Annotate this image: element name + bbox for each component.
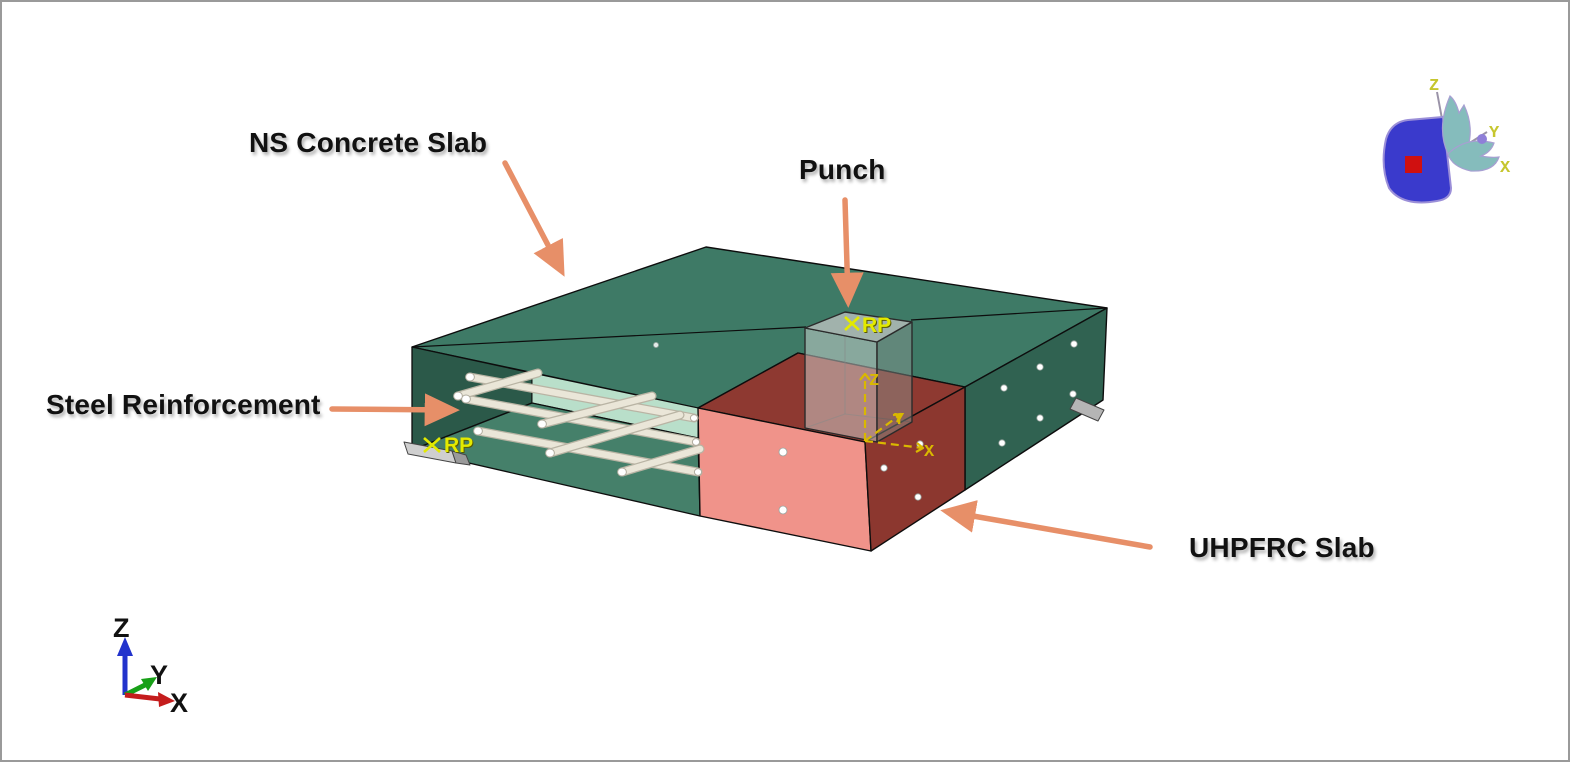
annotation-arrows xyxy=(329,160,1153,550)
arrow-punch xyxy=(830,197,864,308)
rebar-y-4 xyxy=(618,445,704,476)
arrow-uhpfrc-slab xyxy=(940,500,1153,550)
compass-labels: Z Y X xyxy=(1429,77,1511,178)
compass-x-label: X xyxy=(1500,159,1511,178)
rp-punch-label: RP xyxy=(862,314,891,337)
rebar-x-3 xyxy=(474,427,702,476)
rebar-x-2 xyxy=(462,395,700,446)
arrow-ns-concrete-slab xyxy=(502,160,565,277)
compass-z-label: Z xyxy=(1429,77,1439,96)
rp-support-label: RP xyxy=(444,434,473,457)
view-triad: Z Y X xyxy=(113,613,188,718)
support-pad-left-end xyxy=(451,450,471,466)
rebar-y-3 xyxy=(546,411,684,457)
view-triad-x-axis xyxy=(124,692,161,702)
rp-marker-punch: RP xyxy=(844,314,891,337)
node-dots xyxy=(653,340,1078,515)
view-triad-x-label: X xyxy=(170,688,188,718)
callout-uhpfrc-slab: UHPFRC Slab xyxy=(1189,532,1375,563)
compass-y-label: Y xyxy=(1489,124,1500,143)
punch-csys-y-label: Y xyxy=(894,411,905,430)
rebar-y-1 xyxy=(454,369,542,400)
rebar-y-2 xyxy=(538,392,656,428)
punch-csys-labels: Z Y X xyxy=(869,372,935,462)
rebar-end-caps xyxy=(453,372,703,477)
view-triad-z-label: Z xyxy=(113,613,130,643)
punch-front-left-face xyxy=(804,327,878,443)
punch-top-face xyxy=(804,311,913,343)
callout-steel-reinforcement: Steel Reinforcement xyxy=(46,389,321,420)
rebar-grid xyxy=(453,368,705,477)
support-pad-right xyxy=(1069,397,1105,422)
callout-ns-concrete-slab: NS Concrete Slab xyxy=(249,127,488,158)
callout-punch: Punch xyxy=(799,154,886,185)
orientation-compass: Z Y X xyxy=(1382,77,1511,204)
compass-hub-dot xyxy=(1477,134,1487,144)
arrow-steel-reinforcement xyxy=(329,393,460,427)
punch-csys-z-label: Z xyxy=(869,372,879,391)
compass-red-face xyxy=(1405,156,1422,173)
view-triad-labels: Z Y X xyxy=(113,613,188,718)
slab-3d-model: Z Y X RP RP xyxy=(403,246,1108,552)
punch-3d xyxy=(804,311,913,443)
top-partition-line-left xyxy=(411,326,807,348)
punch-csys xyxy=(859,372,925,453)
view-triad-y-label: Y xyxy=(150,660,168,690)
compass-petal-right xyxy=(1447,140,1500,172)
top-partition-line-right xyxy=(910,307,1108,321)
punch-csys-x-axis xyxy=(864,439,924,450)
uhpfrc-side-face xyxy=(864,386,966,552)
punch-csys-x-label: X xyxy=(924,443,935,462)
rp-marker-support: RP xyxy=(423,434,473,457)
punch-csys-y-axis xyxy=(864,413,902,442)
